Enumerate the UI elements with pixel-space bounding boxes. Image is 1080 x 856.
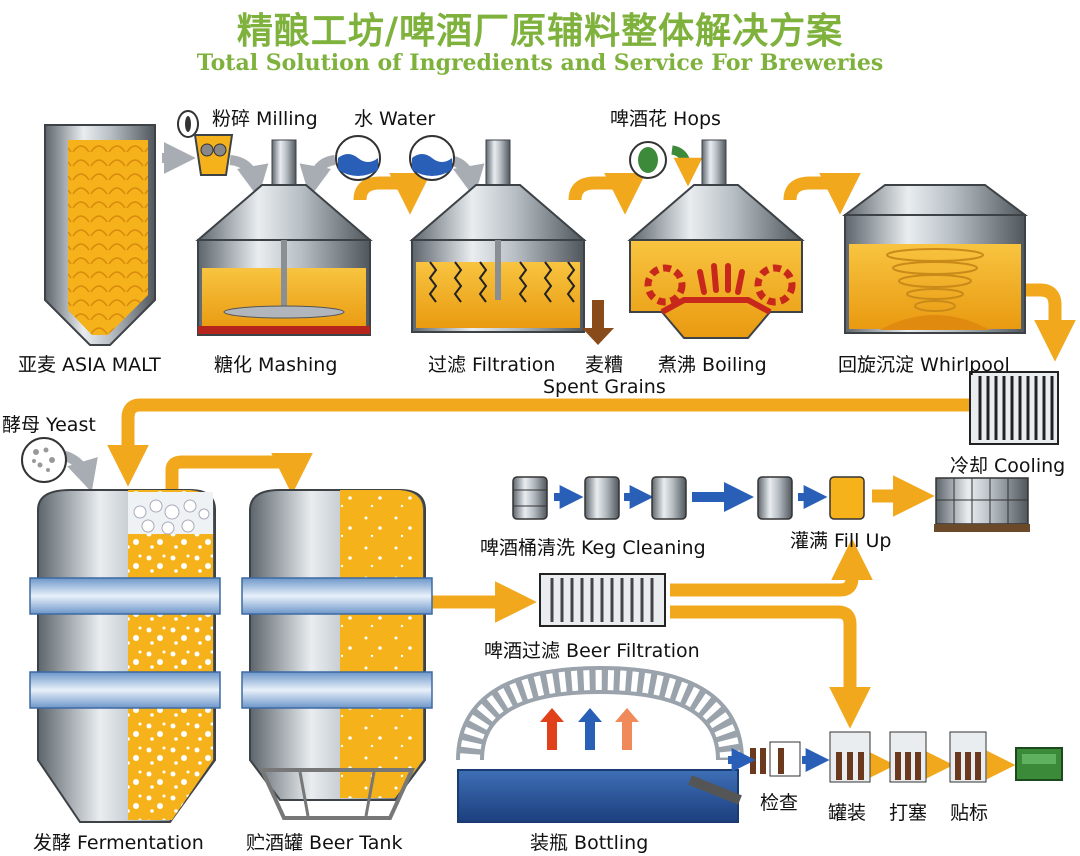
beer-filter-machine	[539, 573, 666, 627]
label-yeast: 酵母 Yeast	[2, 414, 96, 436]
page-title: 精酿工坊/啤酒厂原辅料整体解决方案	[236, 10, 844, 52]
arrow-boil-to-whirl	[783, 173, 861, 215]
mill-machine	[177, 110, 234, 176]
label-whirlpool: 回旋沉淀 Whirlpool	[838, 354, 1010, 376]
whirlpool-tank	[842, 184, 1028, 334]
label-mashing: 糖化 Mashing	[214, 354, 338, 376]
label-capping: 打塞	[889, 802, 928, 824]
inspection-station	[728, 741, 830, 777]
keg-pallet	[934, 477, 1030, 532]
beer-tank	[241, 489, 433, 820]
label-fill-up: 灌满 Fill Up	[790, 530, 892, 552]
page-subtitle: Total Solution of Ingredients and Servic…	[196, 50, 884, 76]
yeast-icon	[21, 437, 67, 483]
arrow-whirl-to-cooling	[1025, 283, 1076, 362]
malt-silo	[44, 124, 156, 346]
arrow-cooling-to-fermentation	[107, 398, 970, 487]
label-keg-cleaning: 啤酒桶清洗 Keg Cleaning	[480, 537, 706, 559]
label-fermentation: 发酵 Fermentation	[33, 832, 204, 854]
label-canning: 罐装	[828, 802, 867, 824]
label-cooling: 冷却 Cooling	[950, 455, 1066, 477]
beer-box-icon	[1015, 747, 1063, 781]
label-beer-filtration: 啤酒过滤 Beer Filtration	[484, 640, 700, 662]
label-filtration: 过滤 Filtration	[428, 354, 556, 376]
arrow-filter-to-canning	[670, 605, 871, 729]
label-milling: 粉碎 Milling	[212, 108, 318, 130]
mashing-tun	[195, 139, 373, 336]
lauter-tun	[409, 139, 614, 345]
fermentation-tank	[29, 489, 221, 823]
label-inspection: 检查	[760, 792, 799, 814]
label-spent-grains-cn: 麦糟	[585, 354, 624, 376]
label-spent-grains-en: Spent Grains	[543, 376, 666, 398]
arrow-filter-to-boil	[568, 173, 646, 215]
label-boiling: 煮沸 Boiling	[658, 354, 767, 376]
cooling-exchanger	[969, 371, 1059, 445]
arrow-ferment-to-tank	[165, 453, 313, 495]
label-bottling: 装瓶 Bottling	[530, 832, 649, 854]
label-beer-tank: 贮酒罐 Beer Tank	[246, 832, 403, 854]
hops-icon	[629, 141, 703, 187]
keg-icon	[512, 476, 548, 520]
capping-station	[889, 731, 927, 783]
water-icon	[335, 135, 455, 181]
labeling-station	[949, 731, 987, 783]
label-water: 水 Water	[354, 108, 436, 130]
bottling-machine	[456, 665, 744, 823]
label-hops: 啤酒花 Hops	[610, 108, 721, 130]
arrow-filter-to-fillup	[670, 538, 873, 597]
label-malt: 亚麦 ASIA MALT	[18, 354, 161, 376]
label-labeling: 贴标	[950, 802, 989, 824]
process-arrows	[107, 173, 1076, 780]
canning-station	[829, 731, 871, 783]
arrow-mash-to-filter	[353, 173, 431, 215]
boiling-kettle	[627, 139, 805, 339]
keg-cleaning-line	[512, 476, 865, 520]
